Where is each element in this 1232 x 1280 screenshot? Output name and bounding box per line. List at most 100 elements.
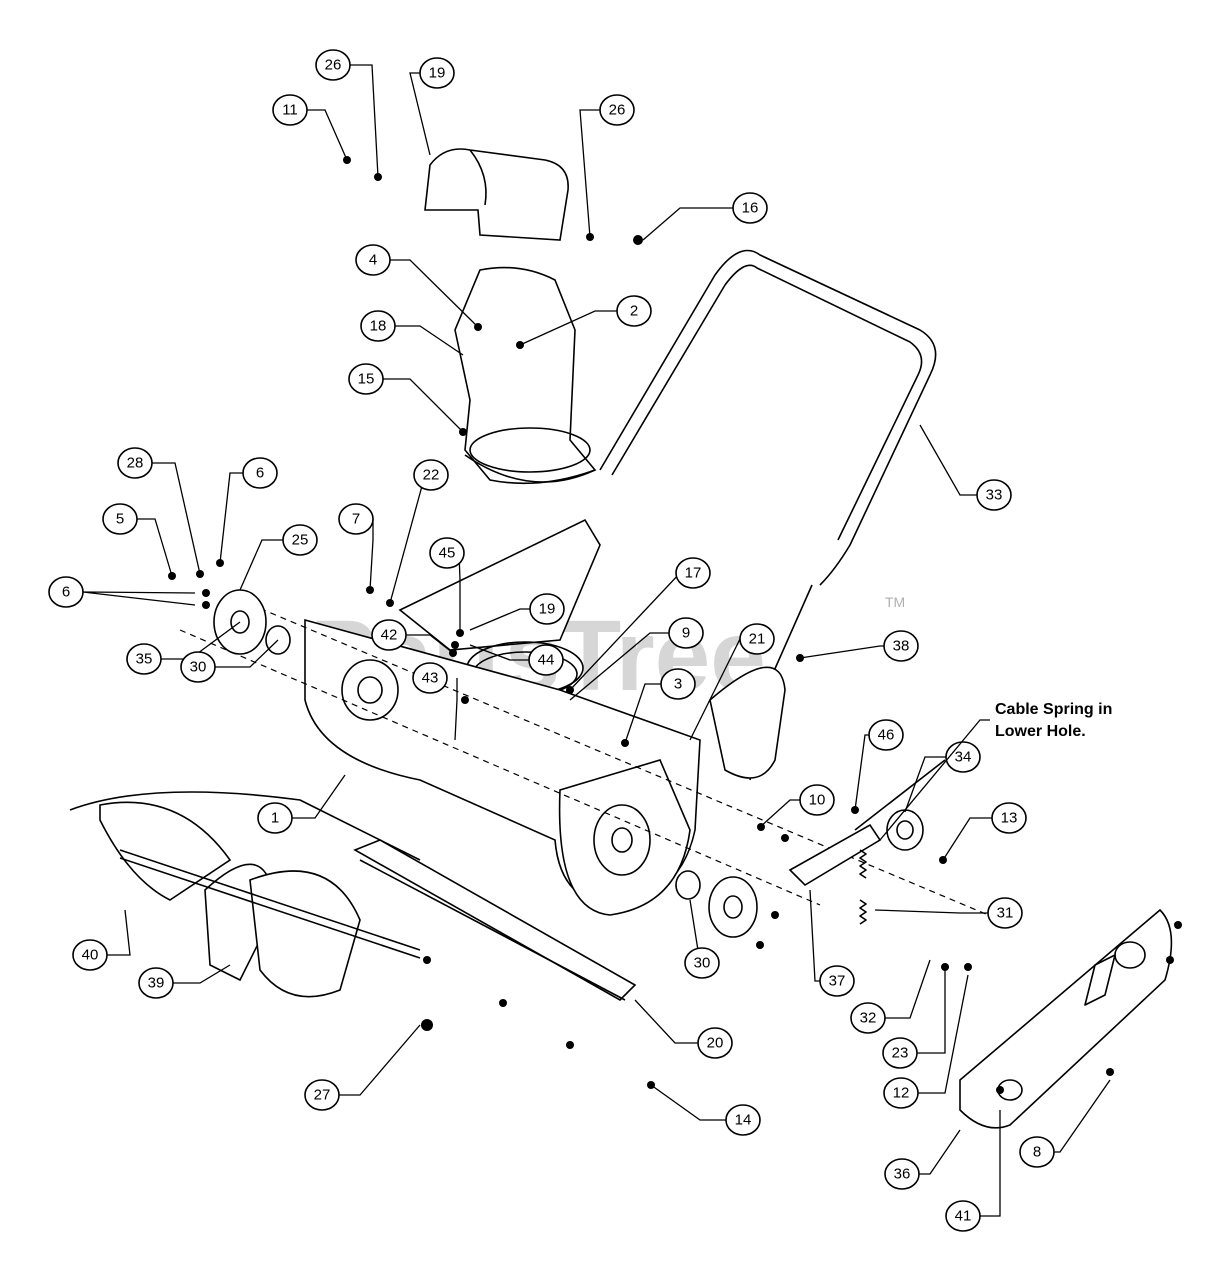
svg-text:22: 22 <box>423 467 440 484</box>
belt-cover <box>959 908 1173 1129</box>
callout-16: 16 <box>732 192 768 224</box>
callout-34: 34 <box>945 741 981 773</box>
svg-text:45: 45 <box>439 545 456 562</box>
callout-31: 31 <box>987 897 1023 929</box>
svg-text:43: 43 <box>422 670 439 687</box>
pulley <box>886 809 924 851</box>
callout-5: 5 <box>102 503 138 535</box>
svg-text:6: 6 <box>62 584 70 601</box>
chute-deflector <box>424 148 569 241</box>
callout-20: 20 <box>697 1027 733 1059</box>
callout-27: 27 <box>304 1079 340 1111</box>
svg-text:13: 13 <box>1001 810 1018 827</box>
callout-2: 2 <box>616 295 652 327</box>
svg-text:39: 39 <box>148 975 165 992</box>
axle-shaft <box>179 599 1001 921</box>
svg-text:19: 19 <box>539 601 556 618</box>
svg-text:10: 10 <box>809 792 826 809</box>
callout-12: 12 <box>883 1077 919 1109</box>
note-line-1: Cable Spring in <box>995 701 1112 718</box>
callout-40: 40 <box>72 939 108 971</box>
svg-text:27: 27 <box>314 1087 331 1104</box>
svg-text:21: 21 <box>749 631 766 648</box>
callout-9: 9 <box>668 617 704 649</box>
callout-33: 33 <box>976 479 1012 511</box>
callout-28: 28 <box>117 447 153 479</box>
callout-4: 4 <box>355 244 391 276</box>
discharge-chute <box>454 266 597 485</box>
svg-text:30: 30 <box>190 659 207 676</box>
watermark-tm: TM <box>885 594 905 610</box>
svg-text:33: 33 <box>986 487 1003 504</box>
svg-text:9: 9 <box>682 625 690 642</box>
callout-3: 3 <box>660 668 696 700</box>
svg-text:17: 17 <box>685 565 702 582</box>
auger-assembly <box>69 791 421 998</box>
callout-26a: 26 <box>315 49 351 81</box>
svg-text:28: 28 <box>127 455 144 472</box>
callout-44: 44 <box>528 644 564 676</box>
callout-19b: 19 <box>529 593 565 625</box>
svg-text:42: 42 <box>381 627 398 644</box>
callout-7: 7 <box>338 503 374 535</box>
spring <box>859 849 867 925</box>
svg-text:46: 46 <box>878 727 895 744</box>
svg-text:35: 35 <box>136 651 153 668</box>
callout-11: 11 <box>272 94 308 126</box>
callout-6b: 6 <box>48 576 84 608</box>
callout-45: 45 <box>429 537 465 569</box>
callout-8: 8 <box>1019 1136 1055 1168</box>
svg-text:32: 32 <box>860 1010 877 1027</box>
svg-text:40: 40 <box>82 947 99 964</box>
svg-text:37: 37 <box>829 973 846 990</box>
svg-text:31: 31 <box>997 905 1014 922</box>
note-line-2: Lower Hole. <box>995 723 1086 740</box>
svg-text:25: 25 <box>292 532 309 549</box>
callout-6a: 6 <box>242 457 278 489</box>
svg-text:7: 7 <box>352 511 360 528</box>
callout-35: 35 <box>126 643 162 675</box>
svg-text:18: 18 <box>370 318 387 335</box>
svg-text:19: 19 <box>429 65 446 82</box>
scraper-bar <box>353 839 637 1001</box>
svg-text:38: 38 <box>893 638 910 655</box>
svg-text:11: 11 <box>282 102 298 119</box>
callout-36: 36 <box>884 1158 920 1190</box>
svg-text:41: 41 <box>955 1208 972 1225</box>
callout-26b: 26 <box>599 94 635 126</box>
callout-46: 46 <box>868 719 904 751</box>
callout-14: 14 <box>725 1104 761 1136</box>
callout-17: 17 <box>675 557 711 589</box>
svg-text:15: 15 <box>358 371 375 388</box>
callout-22: 22 <box>413 459 449 491</box>
svg-text:36: 36 <box>894 1166 911 1183</box>
callout-38: 38 <box>883 630 919 662</box>
callout-10: 10 <box>799 784 835 816</box>
callout-21: 21 <box>739 623 775 655</box>
auger-bearing-left <box>213 589 291 655</box>
svg-text:1: 1 <box>271 810 279 827</box>
callout-18: 18 <box>360 310 396 342</box>
callout-19a: 19 <box>419 57 455 89</box>
svg-text:26: 26 <box>609 102 626 119</box>
callout-15: 15 <box>348 363 384 395</box>
callout-43: 43 <box>412 662 448 694</box>
svg-text:30: 30 <box>694 955 711 972</box>
callout-37: 37 <box>819 965 855 997</box>
callout-30b: 30 <box>684 947 720 979</box>
svg-text:34: 34 <box>955 749 972 766</box>
callout-42: 42 <box>371 619 407 651</box>
svg-text:2: 2 <box>630 303 638 320</box>
callout-1: 1 <box>257 802 293 834</box>
svg-text:3: 3 <box>674 676 682 693</box>
svg-text:20: 20 <box>707 1035 724 1052</box>
callout-39: 39 <box>138 967 174 999</box>
svg-text:6: 6 <box>256 465 264 482</box>
callout-32: 32 <box>850 1002 886 1034</box>
svg-text:44: 44 <box>538 652 555 669</box>
svg-text:8: 8 <box>1033 1144 1041 1161</box>
svg-text:4: 4 <box>369 252 377 269</box>
callout-23: 23 <box>882 1037 918 1069</box>
callout-30a: 30 <box>180 651 216 683</box>
